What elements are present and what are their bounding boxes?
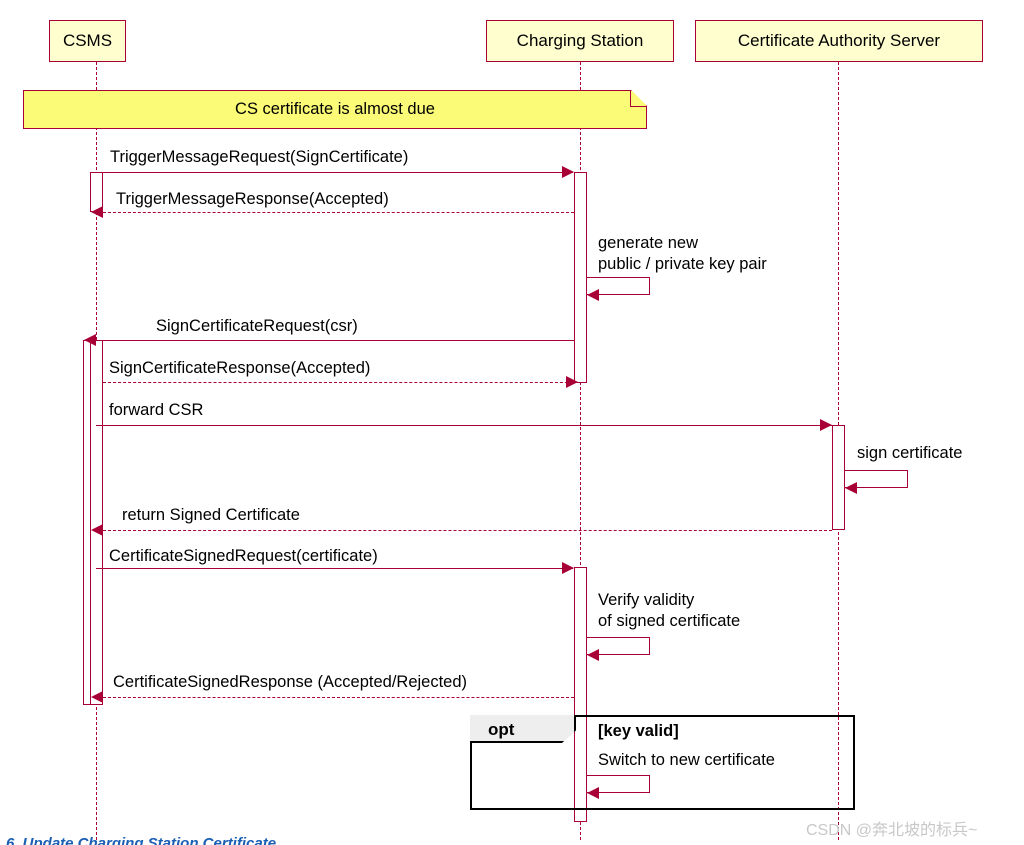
self-message-label-sign-certificate: sign certificate [857, 443, 962, 464]
arrow-head-forward-csr [820, 419, 832, 431]
message-line-forward-csr [96, 425, 832, 426]
arrow-head-sign-certificate-response [566, 376, 578, 388]
arrow-head-generate-key-pair [587, 289, 599, 301]
arrow-head-switch-to-new-certificate [587, 787, 599, 799]
watermark-csdn: CSDN @奔北坡的标兵~ [806, 822, 978, 839]
arrow-head-sign-certificate [845, 482, 857, 494]
self-message-loop-switch-to-new-certificate [587, 775, 650, 793]
message-line-sign-certificate-request [96, 340, 574, 341]
lifeline-charging-station [580, 62, 581, 840]
self-message-loop-generate-key-pair [587, 277, 650, 295]
self-message-loop-verify-validity [587, 637, 650, 655]
message-label-forward-csr: forward CSR [109, 401, 204, 419]
message-line-return-signed-certificate [103, 530, 832, 531]
activation-charging-station-1 [574, 172, 587, 383]
participant-certificate-authority-server-label: Certificate Authority Server [737, 31, 941, 50]
self-message-sign-line1: sign certificate [857, 444, 963, 462]
participant-csms-label: CSMS [62, 31, 113, 50]
arrow-head-trigger-message-response [91, 206, 103, 218]
self-message-label-generate-key-pair: generate new public / private key pair [598, 233, 767, 275]
message-label-certificate-signed-response: CertificateSignedResponse (Accepted/Reje… [113, 673, 468, 691]
arrow-head-certificate-signed-response [91, 691, 103, 703]
message-label-return-signed-certificate: return Signed Certificate [122, 506, 300, 524]
message-label-sign-certificate-request: SignCertificateRequest(csr) [156, 317, 358, 335]
activation-csms-2-inner [90, 340, 103, 705]
fragment-opt-key-valid [470, 715, 855, 810]
arrow-head-verify-validity [587, 649, 599, 661]
fragment-opt-guard-label: [key valid] [598, 722, 679, 740]
participant-charging-station-label: Charging Station [516, 31, 644, 50]
note-text: CS certificate is almost due [235, 100, 435, 118]
arrow-head-trigger-message-request [562, 166, 574, 178]
activation-charging-station-2 [574, 567, 587, 822]
arrow-head-sign-certificate-request [84, 334, 96, 346]
note-fold-corner [630, 91, 646, 107]
self-message-verify-line2: of signed certificate [598, 612, 741, 630]
note-cs-certificate-almost-due: CS certificate is almost due [23, 90, 647, 129]
fragment-opt-operator-label: opt [488, 720, 515, 739]
message-label-trigger-message-response: TriggerMessageResponse(Accepted) [116, 190, 389, 208]
self-message-loop-sign-certificate [845, 470, 908, 488]
figure-caption: 6. Update Charging Station Certificate [6, 835, 277, 845]
arrow-head-return-signed-certificate [91, 524, 103, 536]
message-line-certificate-signed-response [103, 697, 574, 698]
activation-certificate-authority-server [832, 425, 845, 530]
arrow-head-certificate-signed-request [562, 562, 574, 574]
participant-charging-station[interactable]: Charging Station [486, 20, 674, 62]
message-line-sign-certificate-response [103, 382, 578, 383]
participant-certificate-authority-server[interactable]: Certificate Authority Server [695, 20, 983, 62]
message-line-trigger-message-request [96, 172, 573, 173]
message-label-trigger-message-request: TriggerMessageRequest(SignCertificate) [110, 148, 409, 166]
self-message-generate-line1: generate new [598, 234, 698, 252]
self-message-switch-line1: Switch to new certificate [598, 751, 775, 769]
participant-csms[interactable]: CSMS [49, 20, 126, 62]
fragment-opt-tab [470, 715, 576, 743]
message-label-certificate-signed-request: CertificateSignedRequest(certificate) [109, 547, 378, 565]
message-line-certificate-signed-request [96, 568, 573, 569]
self-message-generate-line2: public / private key pair [598, 255, 767, 273]
self-message-label-switch-to-new-certificate: Switch to new certificate [598, 750, 775, 771]
message-label-sign-certificate-response: SignCertificateResponse(Accepted) [109, 359, 371, 377]
self-message-label-verify-validity: Verify validity of signed certificate [598, 590, 740, 632]
self-message-verify-line1: Verify validity [598, 591, 695, 609]
message-line-trigger-message-response [103, 212, 574, 213]
